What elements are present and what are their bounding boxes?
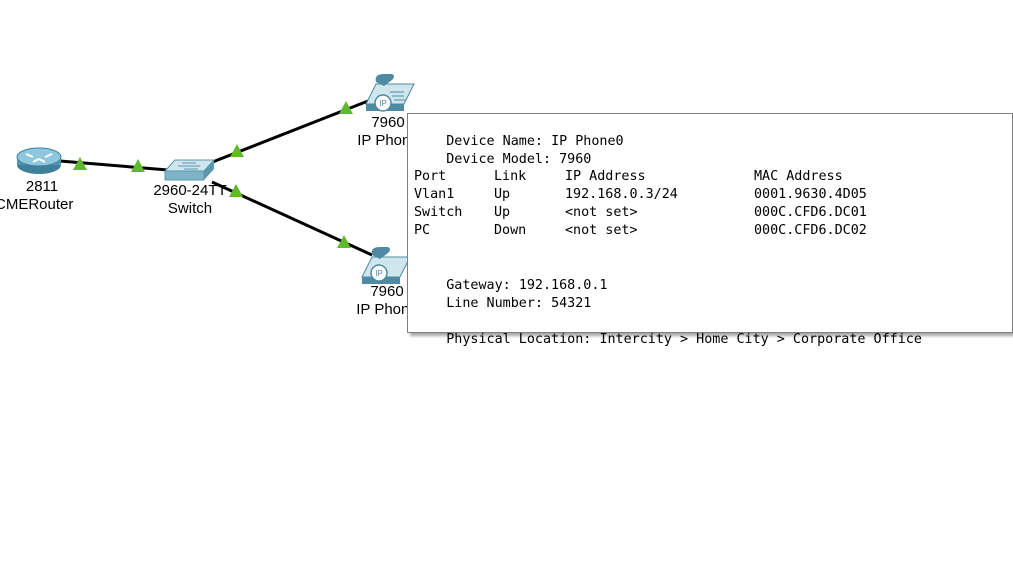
- device-model-row: Device Model: 7960: [414, 133, 591, 187]
- phone-bottom-name: IP Phone: [356, 301, 418, 318]
- header-link: Link: [494, 169, 527, 184]
- gateway-label: Gateway:: [446, 278, 511, 293]
- link-up-indicator: [337, 235, 351, 248]
- router-name: CMERouter: [0, 196, 74, 213]
- line-number-label: Line Number:: [446, 296, 543, 311]
- phone-top-name: IP Phone: [357, 132, 419, 149]
- phone-top-label: 7960 IP Phone: [348, 114, 428, 150]
- port-ip: <not set>: [565, 205, 638, 220]
- ip-badge-text: IP: [375, 269, 383, 278]
- router-name-label: CMERouter: [0, 196, 89, 214]
- port-name: Switch: [414, 205, 463, 220]
- line-number-value: 54321: [551, 296, 592, 311]
- port-name: PC: [414, 223, 431, 238]
- router-label: 2811: [12, 178, 72, 196]
- device-info-tooltip: Device Name: IP Phone0 Device Model: 796…: [407, 113, 1013, 347]
- device-model-value: 7960: [559, 152, 592, 167]
- link-up-indicator: [229, 184, 243, 197]
- gateway-value: 192.168.0.1: [518, 278, 608, 293]
- switch-label: 2960-24TT Switch: [145, 182, 235, 218]
- port-ip: 192.168.0.3/24: [565, 187, 678, 202]
- device-model-label: Device Model:: [446, 152, 552, 167]
- phone-bottom-label: 7960 IP Phone: [347, 283, 427, 319]
- switch-name: Switch: [167, 200, 213, 217]
- header-mac: MAC Address: [754, 169, 843, 184]
- location-label: Physical Location:: [446, 332, 592, 347]
- device-name-row: Device Name: IP Phone0: [414, 115, 624, 169]
- link-up-indicator: [230, 144, 244, 157]
- port-mac: 0001.9630.4D05: [754, 187, 867, 202]
- port-link: Down: [494, 223, 527, 238]
- phone-bottom-model: 7960: [370, 283, 404, 300]
- router-icon[interactable]: [16, 147, 62, 174]
- port-link: Up: [494, 205, 511, 220]
- location-value: Intercity > Home City > Corporate Office: [599, 332, 922, 347]
- device-name-label: Device Name:: [446, 134, 543, 149]
- device-name-value: IP Phone0: [551, 134, 624, 149]
- line-number-row: Line Number: 54321: [414, 277, 591, 331]
- gateway-row: Gateway: 192.168.0.1: [414, 259, 608, 313]
- link-up-indicator: [131, 159, 145, 172]
- switch-icon[interactable]: [163, 159, 216, 181]
- ip-badge-text: IP: [379, 99, 387, 108]
- header-port: Port: [414, 169, 447, 184]
- port-ip: <not set>: [565, 223, 638, 238]
- phone-top-model: 7960: [371, 114, 405, 131]
- port-mac: 000C.CFD6.DC02: [754, 223, 867, 238]
- location-row: Physical Location: Intercity > Home City…: [414, 313, 922, 367]
- link-up-indicator: [339, 101, 353, 114]
- link-up-indicator: [73, 157, 87, 170]
- port-name: Vlan1: [414, 187, 455, 202]
- header-ip: IP Address: [565, 169, 646, 184]
- port-mac: 000C.CFD6.DC01: [754, 205, 867, 220]
- ip-phone-icon[interactable]: IP: [365, 74, 415, 112]
- port-link: Up: [494, 187, 511, 202]
- router-model: 2811: [25, 178, 59, 195]
- switch-model: 2960-24TT: [153, 182, 227, 199]
